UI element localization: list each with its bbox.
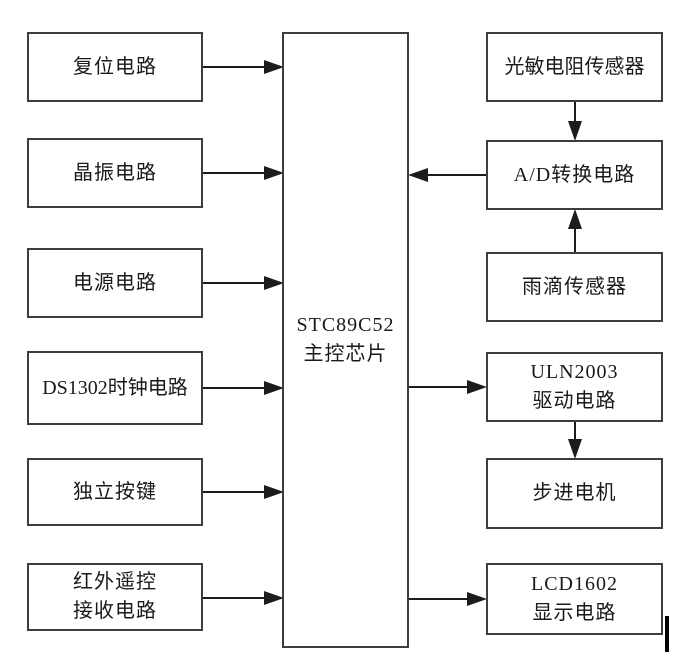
node-reset-circuit: 复位电路 — [27, 32, 203, 102]
arrow-mcu-to-lcd — [409, 592, 487, 606]
node-ir-remote-receiver-circuit: 红外遥控 接收电路 — [27, 563, 203, 631]
node-label-line1: LCD1602 — [531, 573, 618, 595]
node-label: DS1302时钟电路 — [42, 376, 188, 399]
node-photoresistor-sensor: 光敏电阻传感器 — [486, 32, 663, 102]
node-label: 复位电路 — [73, 55, 157, 78]
node-label-line2: 主控芯片 — [303, 343, 388, 365]
arrow-photo-to-adc — [568, 102, 582, 141]
node-label: 光敏电阻传感器 — [504, 55, 645, 78]
node-label: 独立按键 — [73, 480, 157, 503]
node-lcd1602-display-circuit: LCD1602 显示电路 — [486, 563, 663, 635]
node-label: 雨滴传感器 — [522, 275, 627, 298]
node-label: A/D转换电路 — [513, 163, 636, 186]
node-independent-keys: 独立按键 — [27, 458, 203, 526]
arrow-uln-to-stepper — [568, 422, 582, 459]
node-adc-circuit: A/D转换电路 — [486, 140, 663, 210]
node-raindrop-sensor: 雨滴传感器 — [486, 252, 663, 322]
node-label-line1: ULN2003 — [530, 361, 619, 383]
node-label-line1: 红外遥控 — [73, 571, 157, 593]
arrow-adc-to-mcu — [408, 168, 486, 182]
node-label: 步进电机 — [532, 482, 617, 504]
node-uln2003-driver-circuit: ULN2003 驱动电路 — [486, 352, 663, 422]
node-label-line2: 驱动电路 — [532, 390, 617, 412]
arrow-rain-to-adc — [568, 209, 582, 252]
node-label-line2: 接收电路 — [73, 600, 157, 622]
node-label-line1: STC89C52 — [296, 314, 395, 336]
arrow-ds1302-to-mcu — [203, 381, 284, 395]
arrow-reset-to-mcu — [203, 60, 284, 74]
text-cursor-mark — [665, 616, 669, 652]
node-ds1302-clock-circuit: DS1302时钟电路 — [27, 351, 203, 425]
arrow-mcu-to-uln — [409, 380, 487, 394]
node-label: 晶振电路 — [73, 161, 157, 184]
node-label: 电源电路 — [73, 271, 157, 294]
arrow-power-to-mcu — [203, 276, 284, 290]
node-label-line2: 显示电路 — [532, 602, 617, 624]
node-power-circuit: 电源电路 — [27, 248, 203, 318]
node-stepper-motor: 步进电机 — [486, 458, 663, 529]
arrow-crystal-to-mcu — [203, 166, 284, 180]
node-crystal-circuit: 晶振电路 — [27, 138, 203, 208]
node-mcu-stc89c52: STC89C52 主控芯片 — [282, 32, 409, 648]
arrow-ir-to-mcu — [203, 591, 284, 605]
arrow-keys-to-mcu — [203, 485, 284, 499]
